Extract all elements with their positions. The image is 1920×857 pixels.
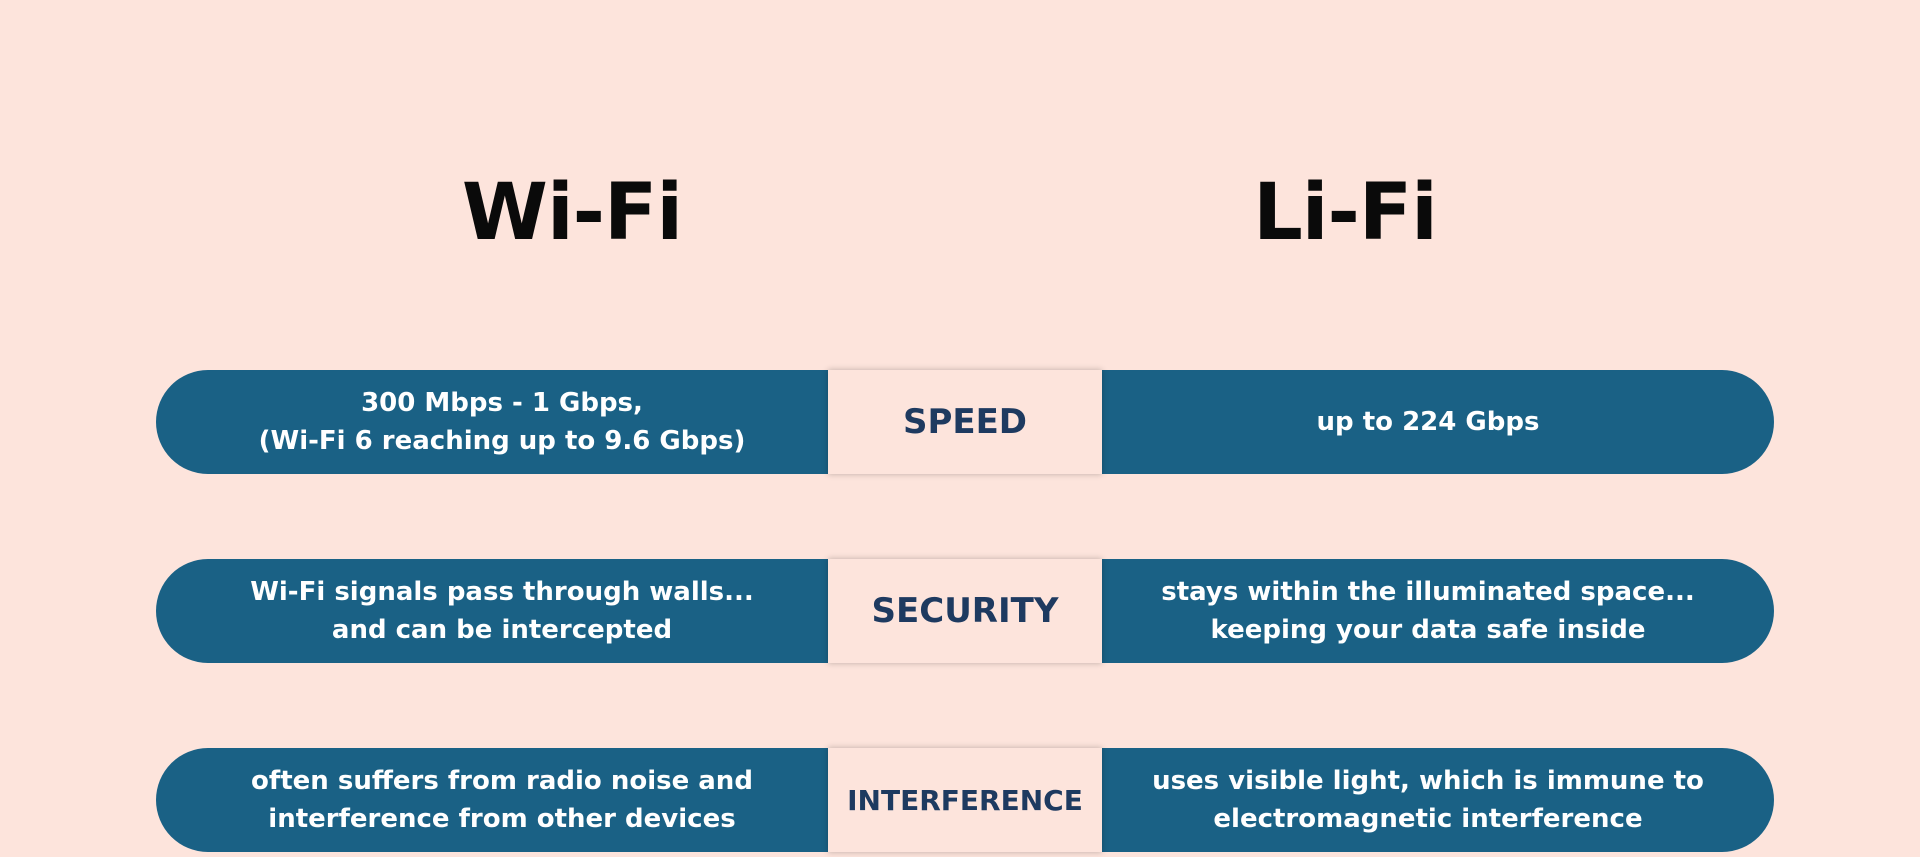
interference-row: often suffers from radio noise and inter… <box>156 748 1774 852</box>
lifi-security-text: stays within the illuminated space... ke… <box>1102 559 1774 663</box>
lifi-interference-text: uses visible light, which is immune to e… <box>1102 748 1774 852</box>
lifi-heading: Li-Fi <box>1253 168 1438 258</box>
interference-label: INTERFERENCE <box>828 748 1102 852</box>
speed-label: SPEED <box>828 370 1102 474</box>
wifi-security-text: Wi-Fi signals pass through walls... and … <box>156 559 828 663</box>
security-label: SECURITY <box>828 559 1102 663</box>
wifi-heading: Wi-Fi <box>461 168 683 258</box>
wifi-speed-text: 300 Mbps - 1 Gbps, (Wi-Fi 6 reaching up … <box>156 370 828 474</box>
security-row: Wi-Fi signals pass through walls... and … <box>156 559 1774 663</box>
wifi-interference-text: often suffers from radio noise and inter… <box>156 748 828 852</box>
lifi-speed-text: up to 224 Gbps <box>1102 370 1774 474</box>
speed-row: 300 Mbps - 1 Gbps, (Wi-Fi 6 reaching up … <box>156 370 1774 474</box>
